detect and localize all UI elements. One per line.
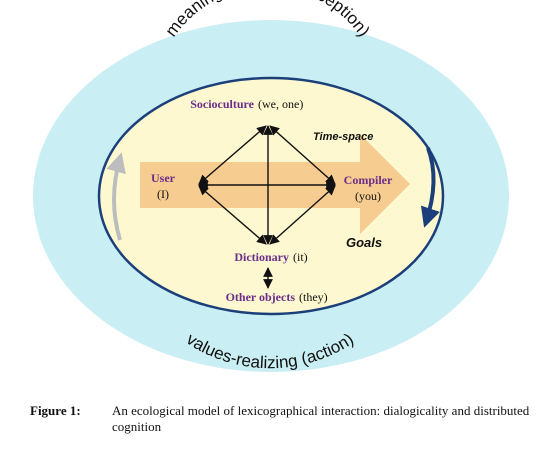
arrow-user-dictionary	[198, 185, 267, 245]
annotation-goals: Goals	[346, 235, 382, 250]
arrow-user-socioculture	[198, 125, 267, 185]
node-dictionary-sub: (it)	[293, 250, 308, 264]
cycle-arrow-left	[106, 152, 126, 241]
node-user: User	[151, 171, 176, 185]
node-socioculture: Socioculture	[190, 97, 254, 111]
node-compiler-sub: (you)	[355, 189, 381, 203]
arrow-socioculture-compiler	[269, 125, 336, 185]
cycle-arrow-right	[420, 147, 440, 228]
node-user-sub: (I)	[157, 187, 169, 201]
arrow-dictionary-compiler	[269, 185, 336, 245]
node-compiler: Compiler	[344, 173, 393, 187]
node-socioculture-sub: (we, one)	[258, 97, 303, 111]
node-other-objects: Other objects	[226, 290, 296, 304]
annotation-time-space: Time-space	[313, 131, 373, 143]
caption-text: An ecological model of lexicographical i…	[112, 403, 530, 434]
node-dictionary: Dictionary	[234, 250, 289, 264]
caption-label: Figure 1:	[30, 403, 81, 418]
node-other-objects-sub: (they)	[299, 290, 328, 304]
